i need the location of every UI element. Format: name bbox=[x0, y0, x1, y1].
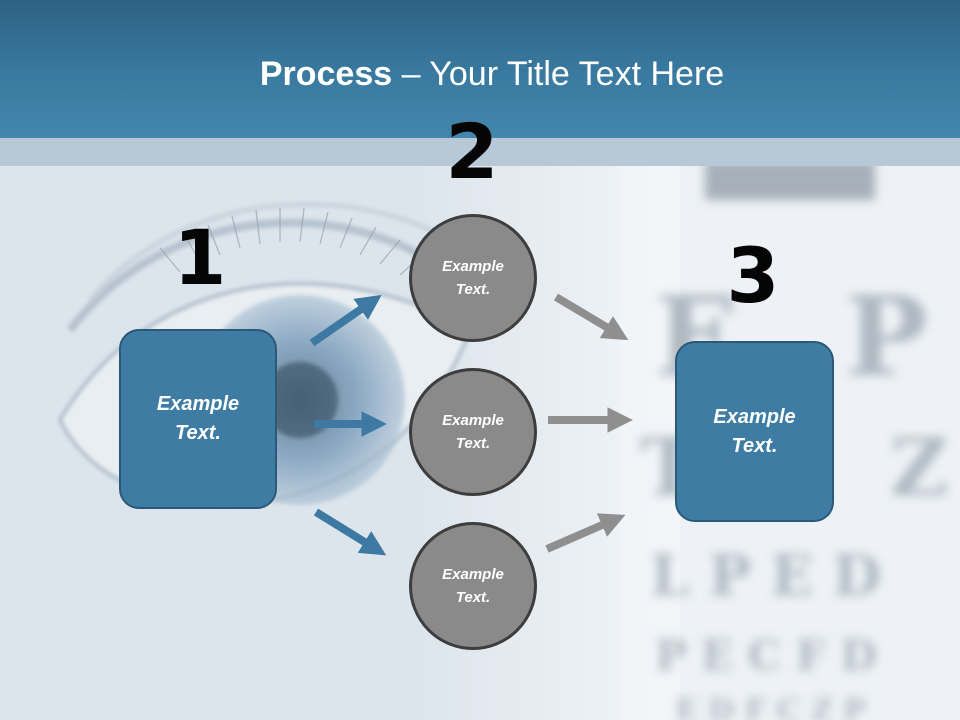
svg-text:Z: Z bbox=[890, 420, 948, 514]
title-bold: Process bbox=[259, 55, 393, 93]
slide-title: Process – Your Title Text Here bbox=[0, 52, 960, 96]
step-number-1: 1 bbox=[173, 213, 227, 302]
svg-text:P: P bbox=[845, 272, 928, 401]
svg-text:P E C F D: P E C F D bbox=[655, 631, 877, 680]
arrow-from-circle-top bbox=[553, 293, 629, 341]
step-number-2: 2 bbox=[445, 107, 499, 196]
title-bar bbox=[0, 0, 960, 138]
title-rest: – Your Title Text Here bbox=[392, 55, 725, 93]
arrow-from-circle-bottom bbox=[545, 513, 626, 553]
svg-text:E D F C Z P: E D F C Z P bbox=[675, 693, 866, 720]
end-box: Example Text. bbox=[675, 341, 834, 522]
start-box-text: Example Text. bbox=[156, 393, 240, 444]
end-box-text: Example Text. bbox=[713, 405, 796, 457]
arrow-to-circle-top bbox=[309, 294, 382, 347]
circle-top-text: Example Text. bbox=[442, 258, 504, 298]
circle-top: Example Text. bbox=[409, 214, 537, 342]
title-underline-band bbox=[0, 138, 960, 166]
start-box: Example Text. bbox=[119, 329, 277, 509]
step-number-3: 3 bbox=[726, 231, 780, 320]
svg-text:L P E D: L P E D bbox=[650, 543, 881, 609]
circle-bottom-text: Example Text. bbox=[442, 566, 504, 606]
circle-middle-text: Example Text. bbox=[442, 412, 504, 452]
circle-middle: Example Text. bbox=[409, 368, 537, 496]
circle-bottom: Example Text. bbox=[409, 522, 537, 650]
arrow-to-circle-bottom bbox=[313, 508, 387, 556]
